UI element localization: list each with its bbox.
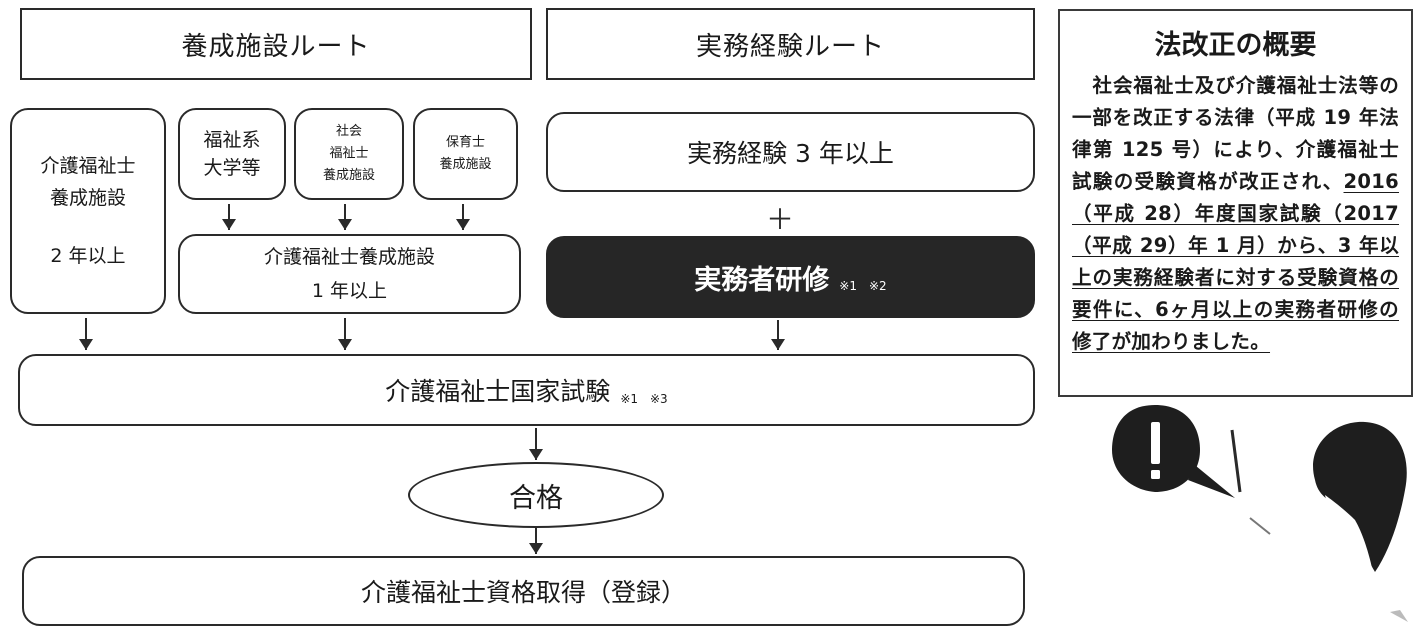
care-school-1yr-line1: 介護福祉士養成施設 (263, 246, 435, 268)
national-exam-label: 介護福祉士国家試験 (385, 377, 611, 406)
law-revision-box: 法改正の概要 社会福祉士及び介護福祉士法等の一部を改正する法律（平成 19 年法… (1058, 9, 1413, 397)
welfare-univ-line1: 福祉系 (203, 129, 261, 151)
care-school-1yr-line2: 1 年以上 (311, 280, 388, 302)
pass-label: 合格 (509, 482, 563, 514)
care-school-line2: 養成施設 (49, 187, 126, 209)
care-school-years: 2 年以上 (50, 245, 126, 267)
care-school-line1: 介護福祉士 (40, 155, 136, 177)
character-illustration (1112, 405, 1408, 622)
law-revision-text-plain: 社会福祉士及び介護福祉士法等の一部を改正する法律（平成 19 年法律第 125 … (1072, 74, 1399, 193)
plus-sign: ＋ (766, 203, 795, 236)
work-experience-label: 実務経験 3 年以上 (687, 139, 894, 168)
work-experience-box: 実務経験 3 年以上 (546, 112, 1035, 192)
social-worker-line3: 養成施設 (322, 168, 375, 183)
welfare-university-box: 福祉系 大学等 (178, 108, 286, 200)
childcare-school-box: 保育士 養成施設 (413, 108, 518, 200)
social-worker-school-box: 社会 福祉士 養成施設 (294, 108, 404, 200)
exam-notes: ※1 ※3 (620, 391, 668, 406)
experience-route-header: 実務経験ルート (546, 8, 1035, 80)
social-worker-line2: 福祉士 (329, 146, 369, 161)
social-worker-line1: 社会 (335, 124, 362, 139)
care-school-2yr-box: 介護福祉士 養成施設 2 年以上 (10, 108, 166, 314)
national-exam-box: 介護福祉士国家試験 ※1 ※3 (18, 354, 1035, 426)
training-route-label: 養成施設ルート (181, 31, 371, 62)
care-school-1yr-box: 介護福祉士養成施設 1 年以上 (178, 234, 521, 314)
law-revision-text-underlined: 2016（平成 28）年度国家試験（2017（平成 29）年 1 月）から、3 … (1072, 170, 1399, 353)
person-head-icon (1313, 421, 1407, 572)
welfare-univ-line2: 大学等 (203, 157, 261, 179)
childcare-line2: 養成施設 (439, 157, 492, 172)
exclamation-bubble-icon (1112, 405, 1235, 498)
pass-ellipse: 合格 (408, 462, 664, 528)
law-revision-text: 社会福祉士及び介護福祉士法等の一部を改正する法律（平成 19 年法律第 125 … (1072, 70, 1399, 358)
practitioner-training-label: 実務者研修 (694, 264, 830, 296)
registration-box: 介護福祉士資格取得（登録） (22, 556, 1025, 626)
experience-route-label: 実務経験ルート (695, 31, 885, 62)
practitioner-training-box: 実務者研修 ※1 ※2 (546, 236, 1035, 318)
registration-label: 介護福祉士資格取得（登録） (360, 578, 686, 607)
law-revision-title: 法改正の概要 (1154, 30, 1317, 61)
training-route-header: 養成施設ルート (20, 8, 532, 80)
childcare-line1: 保育士 (445, 135, 485, 150)
practitioner-notes: ※1 ※2 (839, 278, 887, 293)
